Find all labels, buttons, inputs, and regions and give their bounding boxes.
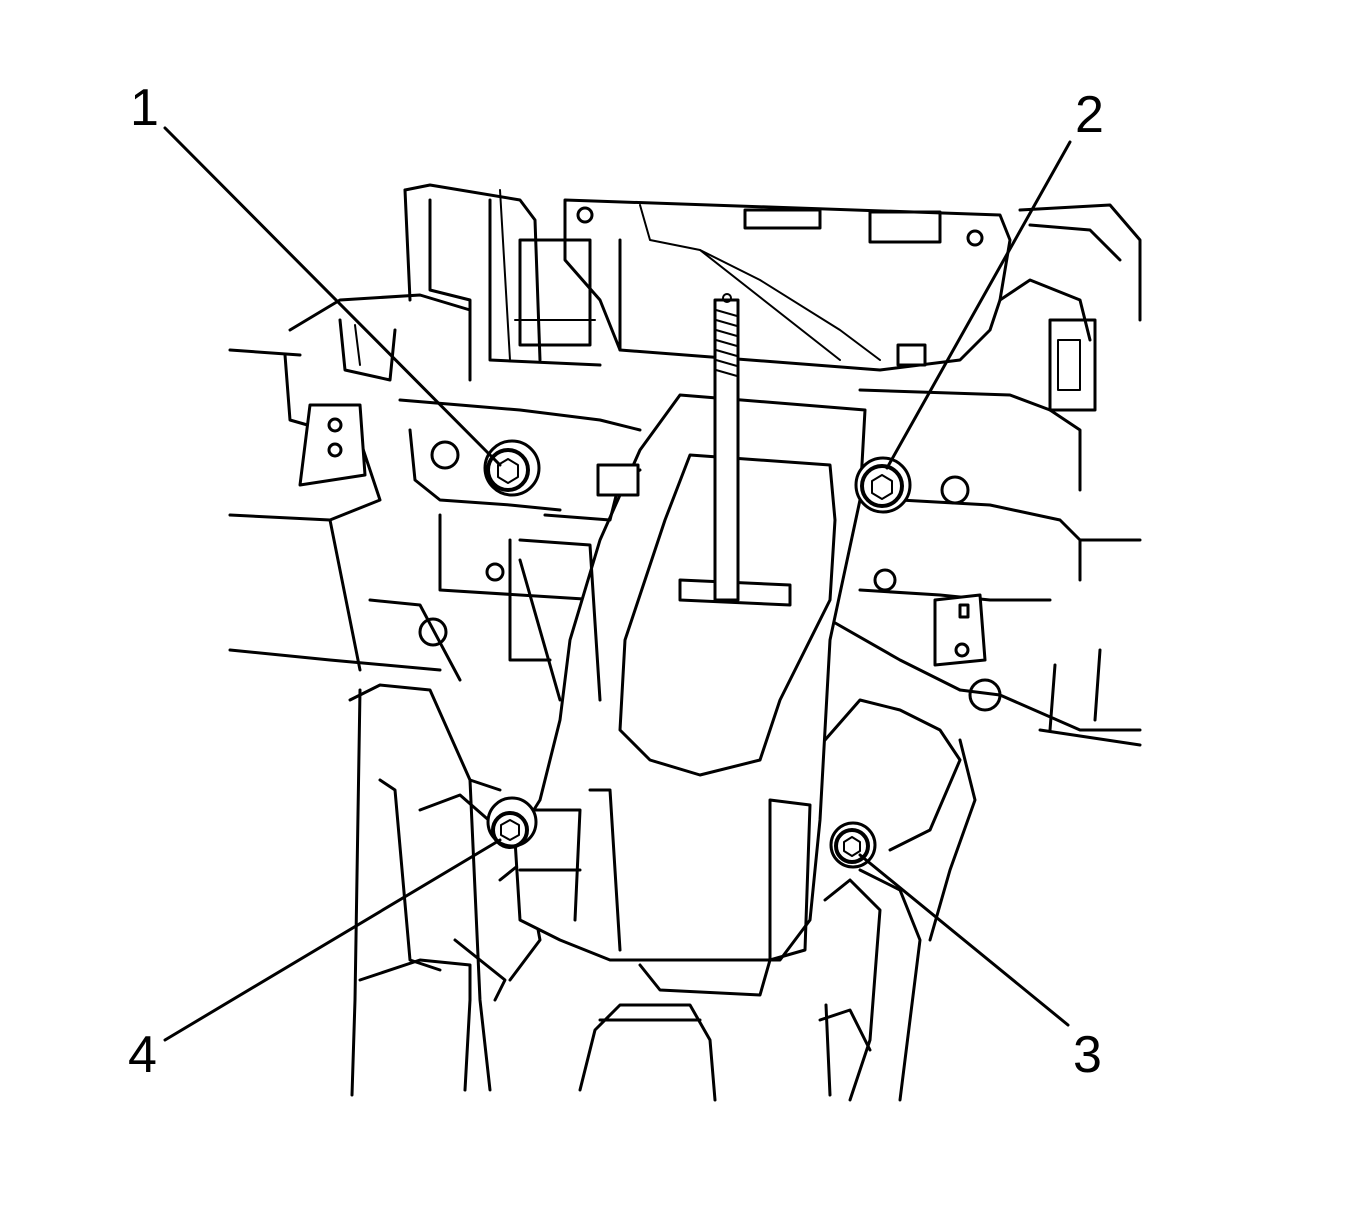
callout-2: 2 [1075, 86, 1104, 144]
pedal-bracket [508, 393, 867, 997]
nut-3 [829, 821, 877, 869]
leader-line-3 [858, 853, 1070, 1027]
callout-1: 1 [130, 79, 159, 137]
stud-icon [713, 293, 927, 602]
callout-3: 3 [1073, 1026, 1102, 1084]
leader-line-4 [163, 838, 502, 1042]
nut-1 [483, 439, 541, 497]
leader-line-1 [163, 126, 502, 467]
callout-4: 4 [128, 1026, 157, 1084]
nut-2 [854, 456, 912, 514]
leader-line-2 [885, 140, 1072, 470]
nut-4 [486, 796, 538, 849]
